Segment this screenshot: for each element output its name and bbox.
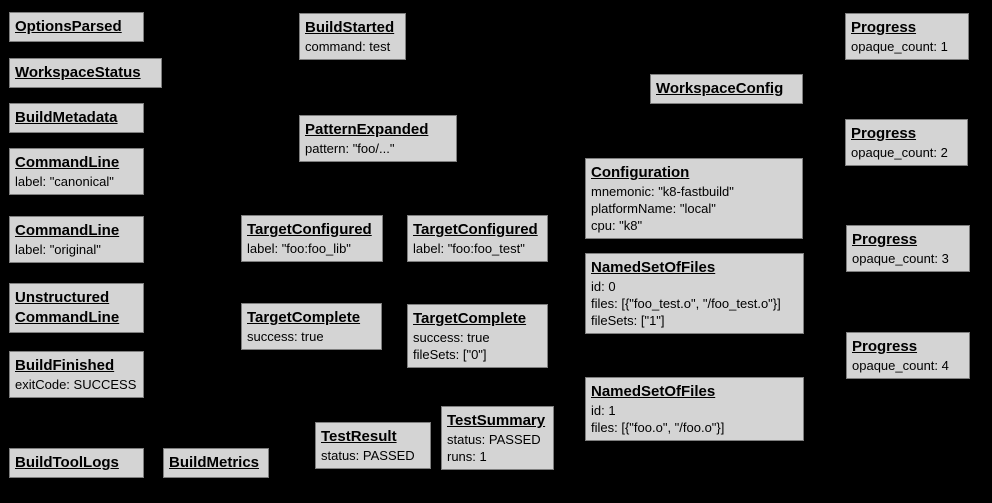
node-title: Unstructured CommandLine: [15, 289, 120, 326]
node-detail: mnemonic: "k8-fastbuild": [591, 184, 734, 199]
node-progress-4: Progress opaque_count: 4: [846, 332, 970, 379]
node-title: TargetConfigured: [413, 221, 538, 238]
node-build-metrics: BuildMetrics: [163, 448, 269, 478]
node-build-tool-logs: BuildToolLogs: [9, 448, 144, 478]
node-pattern-expanded: PatternExpanded pattern: "foo/...": [299, 115, 457, 162]
node-title: BuildToolLogs: [15, 454, 119, 471]
node-progress-3: Progress opaque_count: 3: [846, 225, 970, 272]
node-build-metadata: BuildMetadata: [9, 103, 144, 133]
node-workspace-status: WorkspaceStatus: [9, 58, 162, 88]
node-title: CommandLine: [15, 154, 120, 171]
node-target-configured-foo-test: TargetConfigured label: "foo:foo_test": [407, 215, 548, 262]
node-title: Progress: [851, 125, 917, 142]
node-target-complete-foo-test: TargetComplete success: true fileSets: […: [407, 304, 548, 368]
node-title: OptionsParsed: [15, 18, 122, 35]
node-title: Progress: [851, 19, 917, 36]
node-title: TargetComplete: [413, 310, 527, 327]
node-progress-2: Progress opaque_count: 2: [845, 119, 968, 166]
node-named-set-of-files-1: NamedSetOfFiles id: 1 files: [{"foo.o", …: [585, 377, 804, 441]
node-detail: label: "foo:foo_lib": [247, 241, 351, 256]
node-target-configured-foo-lib: TargetConfigured label: "foo:foo_lib": [241, 215, 383, 262]
node-detail: opaque_count: 4: [852, 358, 949, 373]
node-detail: label: "original": [15, 242, 101, 257]
node-title: Configuration: [591, 164, 690, 181]
node-detail: id: 1: [591, 403, 616, 418]
node-detail: cpu: "k8": [591, 218, 643, 233]
node-title: NamedSetOfFiles: [591, 383, 716, 400]
node-detail: exitCode: SUCCESS: [15, 377, 137, 392]
node-detail: label: "canonical": [15, 174, 114, 189]
node-detail: status: PASSED: [321, 448, 415, 463]
node-detail: files: [{"foo_test.o", "/foo_test.o"}]: [591, 296, 781, 311]
node-detail: platformName: "local": [591, 201, 716, 216]
node-configuration: Configuration mnemonic: "k8-fastbuild" p…: [585, 158, 803, 239]
node-title: BuildMetadata: [15, 109, 118, 126]
node-named-set-of-files-0: NamedSetOfFiles id: 0 files: [{"foo_test…: [585, 253, 804, 334]
node-title: TestResult: [321, 428, 397, 445]
node-title: Progress: [852, 231, 918, 248]
node-title: TestSummary: [447, 412, 546, 429]
node-workspace-config: WorkspaceConfig: [650, 74, 803, 104]
node-build-started: BuildStarted command: test: [299, 13, 406, 60]
node-detail: status: PASSED: [447, 432, 541, 447]
node-test-summary: TestSummary status: PASSED runs: 1: [441, 406, 554, 470]
node-title: PatternExpanded: [305, 121, 429, 138]
node-detail: success: true: [413, 330, 490, 345]
node-title: WorkspaceStatus: [15, 64, 141, 81]
node-detail: success: true: [247, 329, 324, 344]
node-detail: id: 0: [591, 279, 616, 294]
node-detail: label: "foo:foo_test": [413, 241, 525, 256]
node-title: CommandLine: [15, 222, 120, 239]
node-title: TargetConfigured: [247, 221, 372, 238]
node-title: Progress: [852, 338, 918, 355]
node-target-complete-foo-lib: TargetComplete success: true: [241, 303, 382, 350]
node-command-line-original: CommandLine label: "original": [9, 216, 144, 263]
node-detail: runs: 1: [447, 449, 487, 464]
node-title: BuildStarted: [305, 19, 395, 36]
node-detail: fileSets: ["1"]: [591, 313, 665, 328]
node-test-result: TestResult status: PASSED: [315, 422, 431, 469]
node-build-finished: BuildFinished exitCode: SUCCESS: [9, 351, 144, 398]
node-detail: files: [{"foo.o", "/foo.o"}]: [591, 420, 725, 435]
node-detail: fileSets: ["0"]: [413, 347, 487, 362]
node-detail: opaque_count: 3: [852, 251, 949, 266]
node-progress-1: Progress opaque_count: 1: [845, 13, 969, 60]
node-title: TargetComplete: [247, 309, 361, 326]
node-title: NamedSetOfFiles: [591, 259, 716, 276]
node-detail: command: test: [305, 39, 391, 54]
node-unstructured-command-line: Unstructured CommandLine: [9, 283, 144, 333]
node-detail: opaque_count: 1: [851, 39, 948, 54]
node-title: WorkspaceConfig: [656, 80, 784, 97]
node-detail: pattern: "foo/...": [305, 141, 395, 156]
node-detail: opaque_count: 2: [851, 145, 948, 160]
node-title: BuildFinished: [15, 357, 115, 374]
node-title: BuildMetrics: [169, 454, 260, 471]
node-command-line-canonical: CommandLine label: "canonical": [9, 148, 144, 195]
node-options-parsed: OptionsParsed: [9, 12, 144, 42]
